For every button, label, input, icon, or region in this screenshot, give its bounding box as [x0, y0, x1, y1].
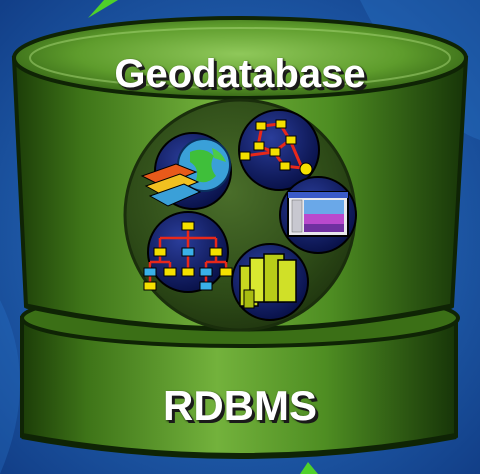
raster-window-icon [279, 176, 357, 254]
hierarchy-tree-icon [143, 211, 233, 293]
network-graph-icon [238, 109, 320, 191]
geodatabase-label: Geodatabase [114, 52, 366, 96]
documents-icon [231, 243, 309, 321]
globe-layers-icon [140, 132, 232, 210]
rdbms-label: RDBMS [163, 382, 317, 429]
